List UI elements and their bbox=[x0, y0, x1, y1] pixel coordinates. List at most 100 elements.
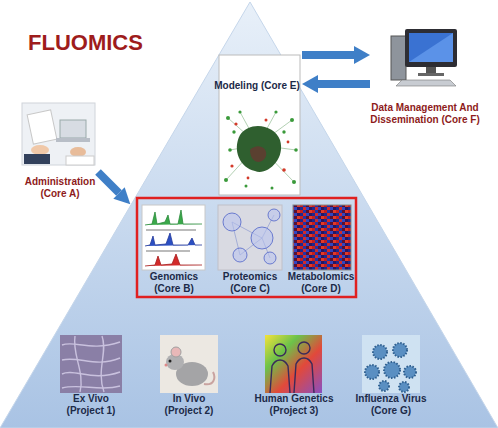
virus-image bbox=[362, 335, 420, 393]
virus-image-part-part bbox=[365, 365, 379, 379]
proteomics-image-part-part bbox=[268, 209, 280, 221]
proteomics-image-part bbox=[223, 209, 280, 264]
flow-arrow bbox=[318, 80, 370, 88]
modeling-core: Modeling (Core E) bbox=[212, 52, 302, 195]
omics-core: Metabolomics (Core D) bbox=[284, 203, 358, 295]
admin-arrow bbox=[98, 172, 119, 193]
proteomics-image bbox=[218, 205, 282, 270]
cells-image-part-part bbox=[62, 342, 120, 346]
network-image-part-part bbox=[282, 168, 286, 172]
cells-image-part-part bbox=[101, 336, 104, 392]
project-box: In Vivo (Project 2) bbox=[153, 333, 225, 417]
genomics-image bbox=[142, 205, 205, 270]
genomics-image-part bbox=[146, 250, 190, 252]
computer-icon bbox=[391, 29, 457, 86]
genomics-image-part bbox=[146, 229, 196, 231]
network-image-part-part bbox=[234, 122, 237, 125]
node-label: Proteomics (Core C) bbox=[213, 271, 287, 295]
network-image-part-part bbox=[287, 141, 290, 144]
computer-icon-part bbox=[418, 73, 444, 76]
genetics-image-part bbox=[265, 335, 322, 393]
node-label: In Vivo (Project 2) bbox=[153, 393, 225, 417]
omics-frame bbox=[137, 198, 356, 297]
virus-image-part-part bbox=[379, 381, 389, 391]
genetics-image-part-part bbox=[274, 344, 286, 356]
cells-image-part-part bbox=[62, 372, 120, 376]
virus-image-part-part bbox=[384, 362, 400, 378]
computer-icon-part bbox=[409, 33, 453, 62]
genomics-image-part bbox=[145, 233, 202, 246]
cells-image-part-part bbox=[75, 336, 82, 392]
virus-image-part bbox=[365, 343, 416, 392]
omics-core: Proteomics (Core C) bbox=[213, 203, 287, 295]
cells-image bbox=[60, 335, 122, 393]
virus-image-part-part bbox=[393, 343, 407, 357]
network-image-part-part bbox=[245, 185, 248, 188]
heatmap-image-part bbox=[293, 205, 351, 270]
meeting-photo-part bbox=[66, 156, 94, 165]
network-image-part-part bbox=[226, 116, 230, 120]
network-image-part-part bbox=[230, 164, 233, 167]
flow-arrow bbox=[302, 51, 354, 59]
cells-image-part-part bbox=[62, 386, 120, 388]
genetics-image-part-part bbox=[294, 358, 314, 393]
node-label: Modeling (Core E) bbox=[214, 80, 300, 92]
virus-image-part-part bbox=[404, 366, 416, 378]
heatmap-image bbox=[293, 205, 351, 270]
admin-core: Administration (Core A) bbox=[12, 100, 108, 200]
node-label: Administration (Core A) bbox=[12, 176, 108, 200]
network-image-part-part bbox=[265, 119, 268, 122]
genetics-image-part bbox=[270, 342, 314, 393]
virus-image-part-part bbox=[399, 382, 409, 392]
network-image-part bbox=[224, 110, 298, 189]
network-image-part-part bbox=[247, 177, 250, 180]
mouse-image-part bbox=[171, 347, 181, 357]
network-image-part bbox=[237, 126, 281, 172]
meeting-photo bbox=[22, 103, 95, 165]
node-label: Metabolomics (Core D) bbox=[284, 271, 358, 295]
cells-image-part bbox=[60, 335, 122, 393]
data-core: Data Management And Dissemination (Core … bbox=[370, 26, 480, 126]
network-image bbox=[219, 55, 300, 195]
proteomics-image-part-part bbox=[233, 248, 247, 262]
node-label: Data Management And Dissemination (Core … bbox=[370, 102, 480, 126]
mouse-image-part bbox=[169, 360, 172, 363]
mouse-image-part bbox=[165, 364, 168, 367]
genetics-image-part-part bbox=[298, 342, 310, 354]
meeting-photo-part bbox=[56, 138, 90, 142]
node-label: Human Genetics (Project 3) bbox=[248, 393, 340, 417]
network-image-part-part bbox=[290, 118, 294, 122]
computer-icon-part bbox=[409, 33, 453, 62]
meeting-photo-part bbox=[24, 154, 50, 164]
network-image-part-part bbox=[232, 130, 235, 133]
node-label: Influenza Virus (Core G) bbox=[343, 393, 439, 417]
omics-frame-part bbox=[137, 198, 356, 297]
mouse-image bbox=[160, 335, 218, 393]
mouse-image-part bbox=[160, 335, 218, 393]
core-box: Influenza Virus (Core G) bbox=[343, 333, 439, 417]
network-image-part-part bbox=[238, 110, 241, 113]
network-image-part bbox=[230, 119, 289, 180]
computer-icon-part bbox=[426, 67, 436, 73]
project-box: Ex Vivo (Project 1) bbox=[55, 333, 127, 417]
meeting-photo-part bbox=[22, 103, 95, 165]
diagram-title: FLUOMICS bbox=[28, 30, 143, 56]
cells-image-part-part bbox=[62, 358, 120, 362]
virus-image-part bbox=[362, 335, 420, 393]
omics-core: Genomics (Core B) bbox=[137, 203, 211, 295]
network-image-part-part bbox=[274, 110, 277, 113]
project-box: Human Genetics (Project 3) bbox=[248, 333, 340, 417]
genomics-image-part bbox=[145, 210, 202, 225]
meeting-photo-part bbox=[27, 110, 57, 144]
meeting-photo-part bbox=[31, 145, 49, 155]
network-image-part-part bbox=[271, 187, 274, 190]
network-image-part bbox=[219, 55, 300, 195]
cells-image-part bbox=[62, 336, 120, 392]
network-image-part-part bbox=[294, 148, 298, 152]
genetics-image-part-part bbox=[270, 360, 290, 393]
node-label: Ex Vivo (Project 1) bbox=[55, 393, 127, 417]
computer-icon-part bbox=[405, 29, 457, 67]
network-image-part bbox=[226, 112, 296, 182]
